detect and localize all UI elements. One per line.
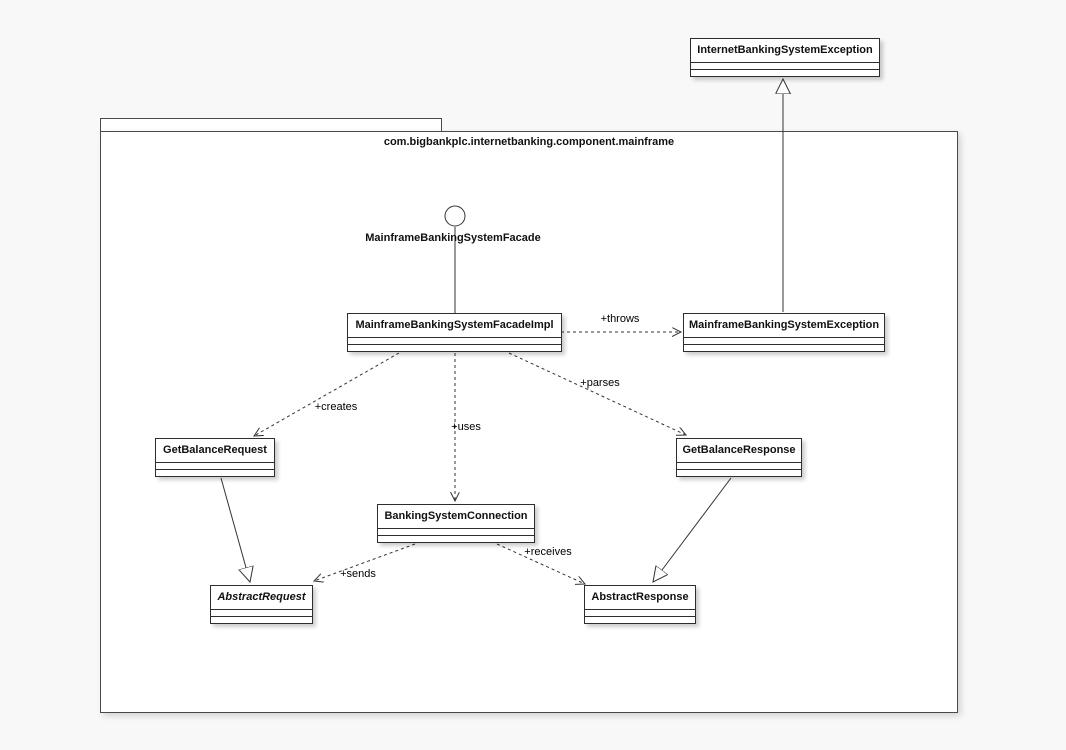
edge-label-creates: +creates [314,401,358,413]
class-name: InternetBankingSystemException [691,39,879,63]
class-name: BankingSystemConnection [378,505,534,529]
package-label: com.bigbankplc.internetbanking.component… [383,136,675,148]
package-frame [100,131,958,713]
class-name: AbstractRequest [211,586,312,610]
edge-label-parses: +parses [580,377,620,389]
class-mainframe-banking-system-facade-impl[interactable]: MainframeBankingSystemFacadeImpl [347,313,562,352]
class-name: AbstractResponse [585,586,695,610]
operations-compartment [211,617,312,623]
class-get-balance-request[interactable]: GetBalanceRequest [155,438,275,477]
package-tab [100,118,442,132]
operations-compartment [691,70,879,76]
attributes-compartment [691,63,879,70]
edge-label-sends: +sends [340,568,376,580]
class-internet-banking-system-exception[interactable]: InternetBankingSystemException [690,38,880,77]
operations-compartment [585,617,695,623]
class-name: MainframeBankingSystemException [684,314,884,338]
class-abstract-request[interactable]: AbstractRequest [210,585,313,624]
edge-label-receives: +receives [524,546,572,558]
attributes-compartment [585,610,695,617]
attributes-compartment [156,463,274,470]
edge-label-throws: +throws [600,313,640,325]
edge-label-uses: +uses [451,421,481,433]
class-mainframe-banking-system-exception[interactable]: MainframeBankingSystemException [683,313,885,352]
attributes-compartment [684,338,884,345]
class-name: GetBalanceResponse [677,439,801,463]
operations-compartment [156,470,274,476]
interface-label: MainframeBankingSystemFacade [365,232,541,244]
class-banking-system-connection[interactable]: BankingSystemConnection [377,504,535,543]
operations-compartment [348,345,561,351]
class-name: MainframeBankingSystemFacadeImpl [348,314,561,338]
class-get-balance-response[interactable]: GetBalanceResponse [676,438,802,477]
attributes-compartment [378,529,534,536]
attributes-compartment [677,463,801,470]
operations-compartment [677,470,801,476]
operations-compartment [378,536,534,542]
attributes-compartment [348,338,561,345]
class-name: GetBalanceRequest [156,439,274,463]
attributes-compartment [211,610,312,617]
operations-compartment [684,345,884,351]
class-abstract-response[interactable]: AbstractResponse [584,585,696,624]
